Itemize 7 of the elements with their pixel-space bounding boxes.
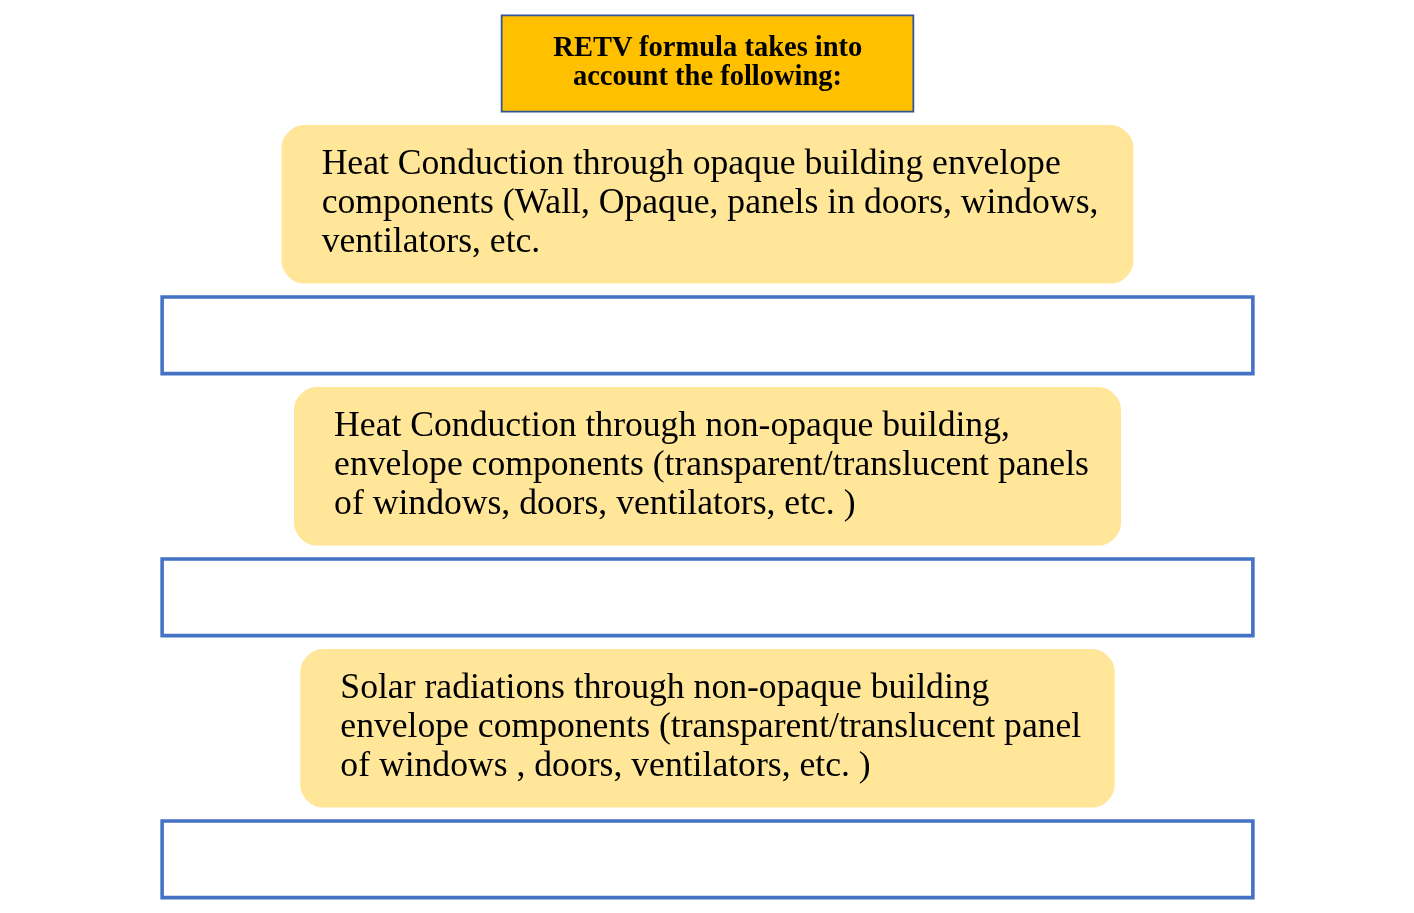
node-box xyxy=(159,557,1255,638)
node-box: RETV formula takes into account the following: xyxy=(500,14,914,113)
node-box: Heat Conduction through non-opaque building, envelope components (transparent/translucent panels of windows, doors, ventilators, etc. ) xyxy=(293,387,1121,546)
node-box: Heat Conduction through opaque building envelope components (Wall, Opaque, panels in doors, windows, ventilators, etc. xyxy=(281,125,1133,284)
node-box xyxy=(159,819,1255,900)
node-box xyxy=(159,295,1255,376)
node-box: Solar radiations through non-opaque building envelope components (transparent/translucent panel of windows , doors, ventilators, etc. ) xyxy=(299,649,1115,808)
